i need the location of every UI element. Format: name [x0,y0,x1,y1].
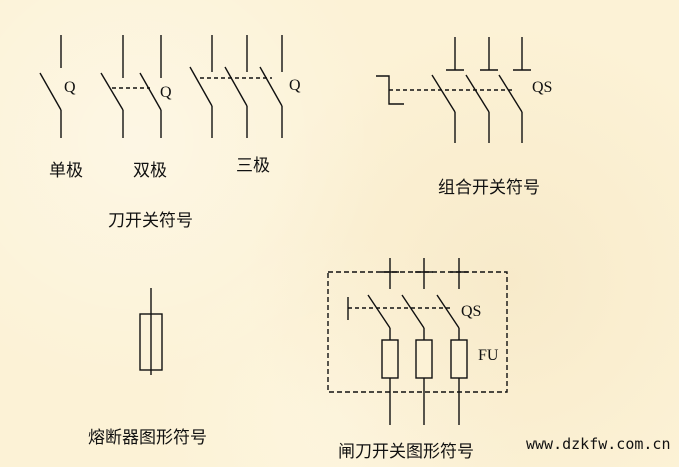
watermark-url: www.dzkfw.com.cn [526,435,671,453]
combination-switch-symbol [376,37,531,143]
fused-switch-qs-label: QS [461,303,482,320]
triple-pole-q-label: Q [289,77,301,94]
fuse-caption: 熔断器图形符号 [88,428,207,448]
fused-switch-symbol [327,258,508,425]
fused-switch-caption: 闸刀开关图形符号 [338,442,474,462]
combination-switch-qs-label: QS [532,79,553,96]
fuse-symbol [139,288,163,375]
combination-switch-caption: 组合开关符号 [438,178,540,198]
single-pole-q-label: Q [64,79,76,96]
double-pole-label: 双极 [133,161,167,181]
triple-pole-switch-symbol [189,35,283,138]
single-pole-label: 单极 [49,161,83,181]
fused-switch-fu-label: FU [478,347,499,364]
triple-pole-label: 三极 [236,156,270,176]
single-pole-switch-symbol [39,35,62,138]
double-pole-switch-symbol [100,35,162,138]
double-pole-q-label: Q [160,84,172,101]
knife-switch-caption: 刀开关符号 [108,211,193,231]
